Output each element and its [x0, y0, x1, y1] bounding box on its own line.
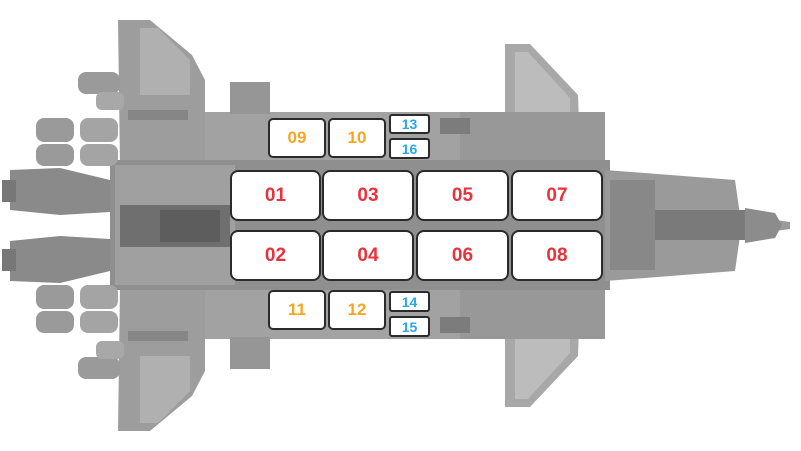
- hardpoint-slot-05[interactable]: 05: [416, 170, 509, 221]
- hardpoint-slot-04[interactable]: 04: [322, 230, 414, 281]
- hardpoint-slot-03[interactable]: 03: [322, 170, 414, 221]
- hardpoint-slot-12[interactable]: 12: [328, 290, 386, 330]
- hardpoint-slot-06[interactable]: 06: [416, 230, 509, 281]
- hardpoint-slot-11[interactable]: 11: [268, 290, 326, 330]
- hardpoint-slot-10[interactable]: 10: [328, 118, 386, 158]
- hardpoint-slot-13[interactable]: 13: [389, 114, 430, 134]
- hardpoint-slot-09[interactable]: 09: [268, 118, 326, 158]
- ship-hull: [2, 20, 790, 431]
- hardpoint-slot-07[interactable]: 07: [511, 170, 603, 221]
- hardpoint-slot-16[interactable]: 16: [389, 138, 430, 159]
- hardpoint-slot-14[interactable]: 14: [389, 291, 430, 312]
- hardpoint-slot-01[interactable]: 01: [230, 170, 321, 221]
- hardpoint-slot-08[interactable]: 08: [511, 230, 603, 281]
- hardpoint-slot-02[interactable]: 02: [230, 230, 321, 281]
- hardpoint-slot-15[interactable]: 15: [389, 316, 430, 337]
